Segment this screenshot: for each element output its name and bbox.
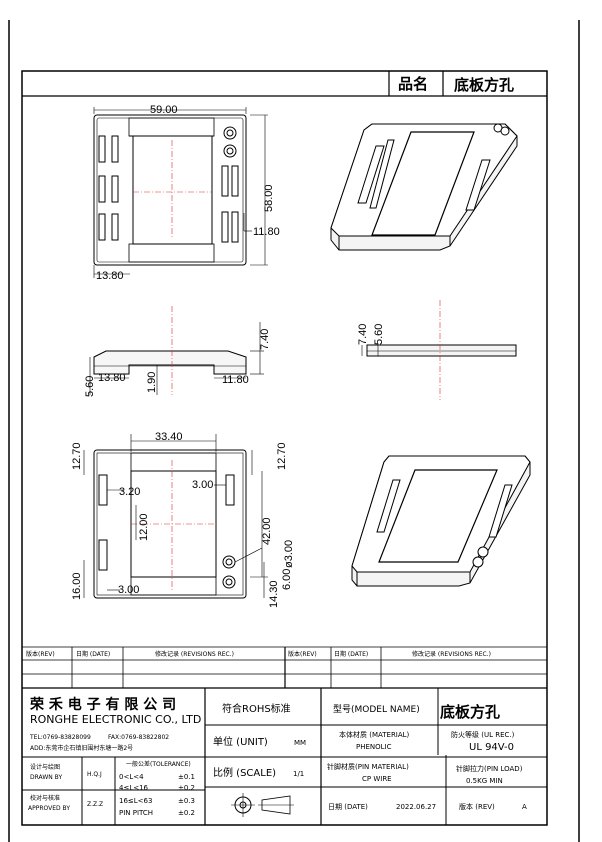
rev-col-2: 日期 (DATE) <box>76 650 110 658</box>
rev-col-1: 版本(REV) <box>26 650 55 658</box>
title-block <box>22 688 547 825</box>
tolerance-4-value: ±0.2 <box>178 809 195 817</box>
drawn-by-label-cn: 设计与绘图 <box>30 763 60 771</box>
dim-bottom-right: 14.30 <box>268 580 280 608</box>
rev-col-5: 日期 (DATE) <box>334 650 368 658</box>
rohs-label: 符合ROHS标准 <box>222 702 291 715</box>
dim-top-right-offset: 11.80 <box>253 226 280 238</box>
fire-rating-label: 防火等级 (UL REC.) <box>451 730 515 739</box>
dim-side-right: 11.80 <box>222 374 249 386</box>
model-label: 型号(MODEL NAME) <box>333 704 420 715</box>
dim-bottom-hole-dia: ø3.00 <box>283 540 295 568</box>
dim-top-width: 59.00 <box>150 104 178 116</box>
dim-bottom-left: 16.00 <box>71 572 83 600</box>
approved-by-label-en: APPROVED BY <box>28 805 70 812</box>
drawn-by-label-en: DRAWN BY <box>30 774 62 781</box>
dim-side-step: 1.90 <box>146 372 158 393</box>
dim-side-height: 7.40 <box>259 329 271 350</box>
end-view <box>361 300 517 400</box>
tolerance-1-range: 0<L<4 <box>119 773 144 781</box>
rev-label: 版本 (REV) <box>459 802 495 811</box>
isometric-top-view <box>330 123 518 251</box>
company-fax: FAX:0769-83822802 <box>108 734 169 741</box>
tolerance-3-value: ±0.3 <box>178 797 195 805</box>
material-label: 本体材质 (MATERIAL) <box>339 730 410 739</box>
revision-table <box>22 646 547 689</box>
dim-top-height: 58.00 <box>263 184 275 212</box>
tolerance-title: 一般公差(TOLERANCE) <box>126 760 191 768</box>
dim-bottom-slot-bottom: 3.00 <box>118 584 139 596</box>
scale-value: 1/1 <box>293 770 304 778</box>
pin-load-value: 0.5KG MIN <box>466 777 503 785</box>
company-name-en: RONGHE ELECTRONIC CO., LTD <box>30 713 201 726</box>
dim-side-base: 5.60 <box>84 376 96 397</box>
pin-material-label: 针脚材质(PIN MATERIAL) <box>327 762 409 771</box>
company-name-cn: 荣 禾 电 子 有 限 公 司 <box>29 696 176 713</box>
dim-end-base: 5.60 <box>373 324 385 345</box>
tolerance-1-value: ±0.1 <box>178 773 195 781</box>
dim-bottom-top-left: 12.70 <box>71 442 83 470</box>
dim-bottom-hole-offset: 6.00 <box>281 569 293 590</box>
header-block: 品名 底板方孔 <box>22 71 547 97</box>
dim-bottom-top-right: 12.70 <box>276 442 288 470</box>
tolerance-4-range: PIN PITCH <box>119 809 153 817</box>
dim-side-left: 13.80 <box>98 372 126 384</box>
rev-value: A <box>522 803 527 811</box>
dim-end-height: 7.40 <box>357 324 369 345</box>
side-view <box>89 306 264 395</box>
dim-bottom-inner-height: 42.00 <box>261 517 273 545</box>
drawn-by-value: H.Q.J <box>87 771 102 778</box>
dim-bottom-slot-right: 3.00 <box>192 479 213 491</box>
tolerance-2-range: 4≤L<16 <box>119 784 149 792</box>
drawing-border <box>21 70 548 826</box>
company-address: ADD:东莞市企石镇旧围村东塘一路2号 <box>30 744 133 752</box>
part-label: 品名 <box>398 75 428 93</box>
model-value: 底板方孔 <box>440 703 500 721</box>
dim-bottom-slot-left: 3.20 <box>119 486 140 498</box>
dim-bottom-center: 12.00 <box>138 513 150 541</box>
pin-material-value: CP WIRE <box>362 775 392 783</box>
rev-col-3: 修改记录 (REVISIONS REC.) <box>155 650 234 658</box>
isometric-bottom-view <box>351 455 531 587</box>
rev-col-6: 修改记录 (REVISIONS REC.) <box>412 650 491 658</box>
fire-rating-value: UL 94V-0 <box>469 742 514 753</box>
tolerance-3-range: 16≤L<63 <box>119 797 152 805</box>
part-name: 底板方孔 <box>454 76 514 94</box>
dim-top-left-offset: 13.80 <box>96 270 124 282</box>
company-tel: TEL:0769-83828099 <box>29 734 91 741</box>
rev-col-4: 版本(REV) <box>288 650 317 658</box>
bottom-view <box>83 434 268 599</box>
dim-bottom-inner-width: 33.40 <box>155 431 183 443</box>
tolerance-2-value: ±0.2 <box>178 784 195 792</box>
date-label: 日期 (DATE) <box>328 803 368 811</box>
approved-by-value: Z.Z.Z <box>87 801 103 808</box>
unit-label: 单位 (UNIT) <box>213 735 268 748</box>
scale-label: 比例 (SCALE) <box>213 766 276 779</box>
date-value: 2022.06.27 <box>396 803 436 811</box>
approved-by-label-cn: 校对与核准 <box>30 794 60 802</box>
top-view <box>93 107 268 278</box>
unit-value: MM <box>294 739 306 747</box>
pin-load-label: 针脚拉力(PIN LOAD) <box>456 764 523 773</box>
material-value: PHENOLIC <box>356 743 392 751</box>
